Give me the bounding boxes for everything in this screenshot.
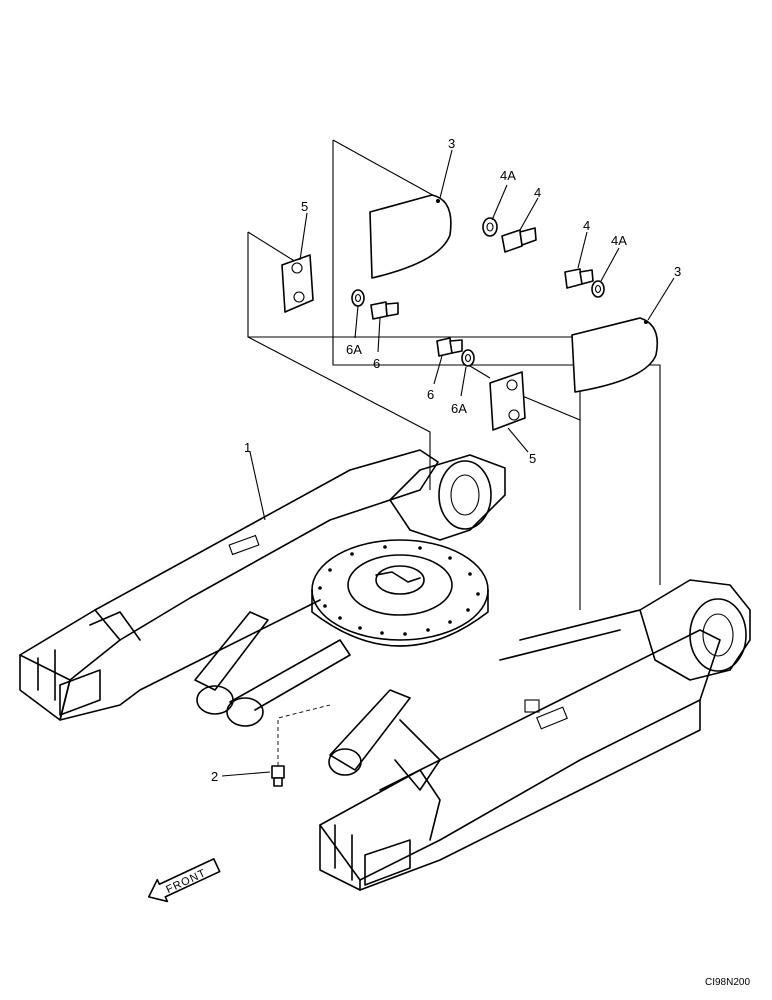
label-bolt-mid: 6 bbox=[427, 387, 434, 402]
cover-plate-right bbox=[571, 317, 659, 393]
bolt-circle bbox=[318, 545, 480, 636]
label-washer-right: 4A bbox=[611, 233, 627, 248]
washer-upper bbox=[482, 217, 498, 237]
bolt-mid bbox=[436, 337, 463, 357]
front-arrow: FRONT bbox=[147, 858, 221, 903]
label-bracket-lower: 5 bbox=[529, 451, 536, 466]
washer-left-lower bbox=[351, 289, 365, 307]
track-frame bbox=[19, 449, 751, 891]
callouts: 1 2 3 3 4A 4 4 4A 5 5 6A 6 6 6A bbox=[211, 136, 681, 784]
label-bolt-left-lower: 6 bbox=[373, 356, 380, 371]
leader-lines bbox=[247, 139, 661, 610]
bolt-left-lower bbox=[370, 301, 399, 320]
grease-fitting bbox=[271, 704, 331, 787]
label-cover-right: 3 bbox=[674, 264, 681, 279]
label-bolt-right: 4 bbox=[583, 218, 590, 233]
label-cover-left: 3 bbox=[448, 136, 455, 151]
label-washer-upper: 4A bbox=[500, 168, 516, 183]
washer-right bbox=[591, 280, 605, 298]
bolt-upper bbox=[501, 227, 537, 253]
bracket-lower bbox=[489, 371, 526, 431]
label-washer-mid: 6A bbox=[451, 401, 467, 416]
bolt-right bbox=[564, 268, 594, 289]
washer-mid bbox=[461, 349, 475, 367]
cover-plate-upper bbox=[369, 194, 452, 279]
label-bracket-upper: 5 bbox=[301, 199, 308, 214]
label-fitting: 2 bbox=[211, 769, 218, 784]
bracket-upper bbox=[281, 254, 314, 313]
label-frame: 1 bbox=[244, 440, 251, 455]
label-washer-left-lower: 6A bbox=[346, 342, 362, 357]
drawing-code: CI98N200 bbox=[705, 977, 750, 988]
label-bolt-upper: 4 bbox=[534, 185, 541, 200]
